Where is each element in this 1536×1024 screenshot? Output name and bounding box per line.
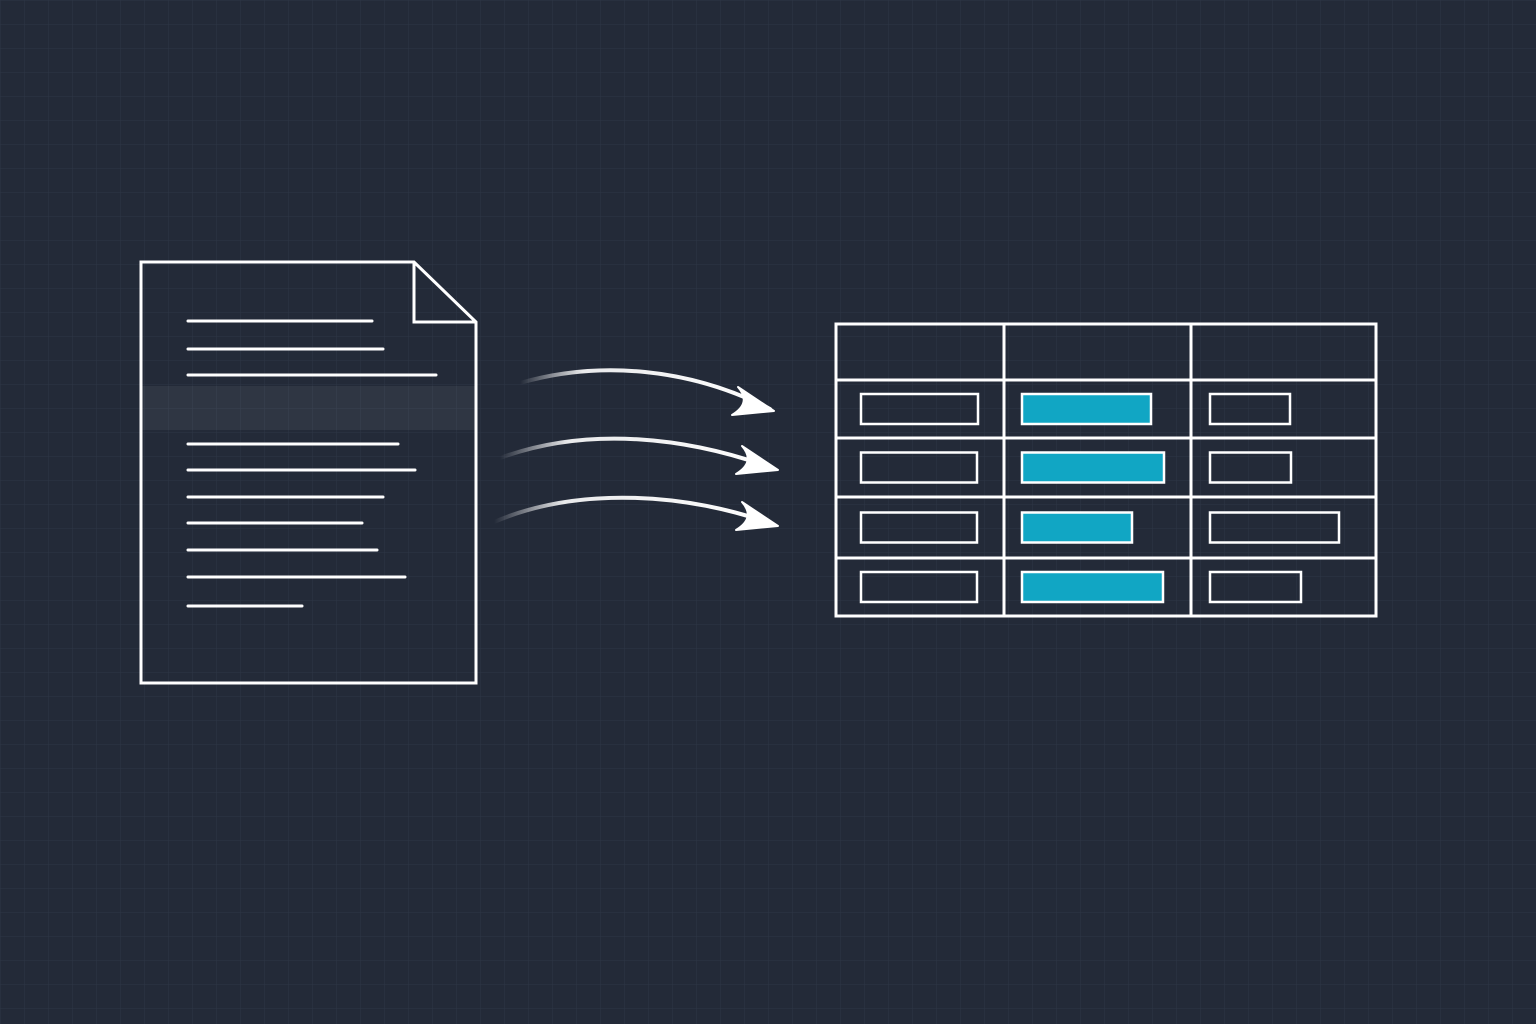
table-cell-placeholder (859, 451, 979, 484)
table-outline (834, 322, 1378, 618)
document-outline (139, 260, 478, 685)
table-row (859, 451, 1293, 484)
table-icon (834, 322, 1378, 618)
table-cell-placeholder (1208, 511, 1341, 544)
transform-arrows (492, 368, 779, 531)
scan-effect (76, 382, 554, 432)
table-row (859, 511, 1341, 544)
arrow-head (731, 386, 775, 416)
table-cell-highlight (1020, 392, 1153, 426)
table-cell-placeholder (1208, 392, 1292, 426)
table-cell-highlight (1020, 570, 1165, 604)
arrow-shaft (492, 495, 774, 526)
curved-arrow-icon (518, 368, 775, 416)
table-row (859, 570, 1303, 604)
arrow-shaft (498, 436, 774, 470)
table-cell-placeholder (859, 511, 979, 544)
table-row (859, 392, 1292, 426)
arrow-shaft (518, 368, 772, 411)
table-cell-placeholder (859, 570, 979, 604)
table-cell-highlight (1020, 511, 1134, 544)
curved-arrow-icon (498, 436, 779, 475)
table-cell-placeholder (859, 392, 980, 426)
curved-arrow-icon (492, 495, 779, 531)
table-cell-placeholder (1208, 570, 1303, 604)
document-fold-corner (412, 262, 476, 324)
arrow-head (735, 445, 779, 475)
document-text-lines (186, 319, 438, 608)
arrow-head (735, 501, 779, 531)
table-cell-placeholder (1208, 451, 1293, 484)
scan-band (142, 386, 475, 430)
table-cell-highlight (1020, 451, 1166, 484)
document-icon (76, 260, 554, 685)
